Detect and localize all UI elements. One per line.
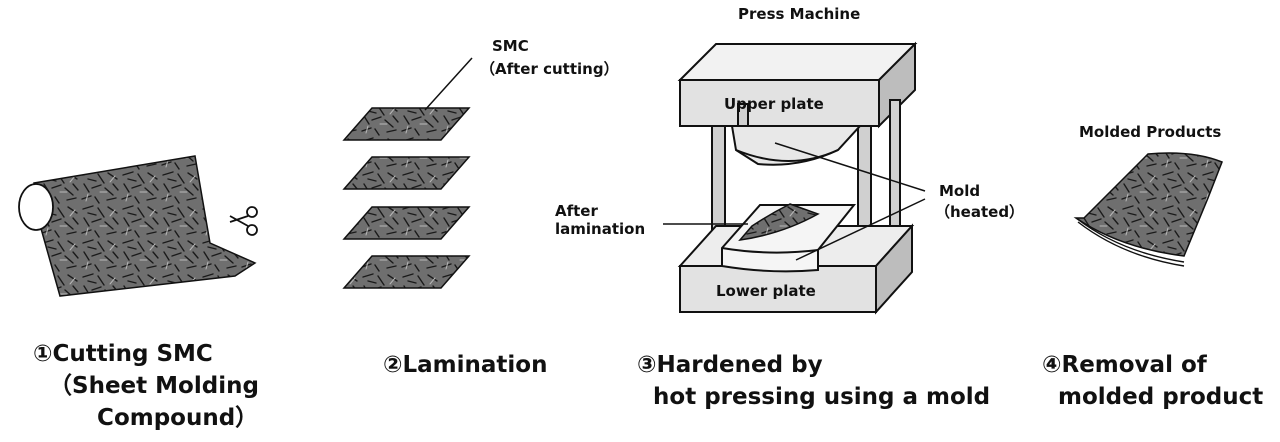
press-leader-lines [663, 142, 926, 261]
upper-plate [679, 79, 880, 127]
press-machine-label: Press Machine [738, 5, 861, 23]
lower-mold [721, 204, 857, 273]
step-2-number: ② [383, 352, 403, 378]
upper-mold [730, 125, 863, 166]
smc-roll [18, 155, 257, 297]
smc-label: SMC [492, 37, 529, 55]
smc-leader-line [424, 57, 473, 111]
upper-plate-top [677, 43, 918, 81]
step-3-text: Hardened by hot pressing using a mold [653, 352, 991, 410]
step-1-caption: ①Cutting SMC （Sheet Molding Compound） [33, 338, 259, 434]
step-4-number: ④ [1042, 352, 1062, 378]
step-3-caption: ③Hardened by hot pressing using a mold [637, 349, 990, 413]
step-1-number: ① [33, 341, 53, 367]
molded-product [1073, 152, 1223, 267]
step-4-text: Removal of molded product [1058, 352, 1264, 410]
smc-sheet [342, 206, 471, 240]
mold-heated-label: （heated） [935, 203, 1025, 221]
upper-plate-label: Upper plate [724, 95, 824, 113]
molded-products-label: Molded Products [1079, 123, 1222, 141]
laminate-in-mold [738, 203, 820, 242]
mold-label: Mold [939, 182, 981, 200]
step-1-text: Cutting SMC （Sheet Molding Compound） [49, 341, 259, 431]
step-2-text: Lamination [402, 352, 548, 378]
step-4-caption: ④Removal of molded product [1042, 349, 1263, 413]
after-cutting-label: （After cutting） [480, 60, 619, 78]
roll-core [18, 183, 54, 231]
smc-sheet-stack [342, 107, 471, 289]
press-machine [677, 41, 918, 315]
step-2-caption: ②Lamination [383, 349, 547, 381]
after-lamination-label: After lamination [555, 202, 646, 238]
scissors-icon [229, 206, 258, 236]
smc-sheet [342, 255, 471, 289]
press-column [889, 99, 901, 227]
smc-sheet [342, 107, 471, 141]
smc-sheet [342, 156, 471, 190]
lower-plate-label: Lower plate [716, 282, 816, 300]
step-3-number: ③ [637, 352, 657, 378]
